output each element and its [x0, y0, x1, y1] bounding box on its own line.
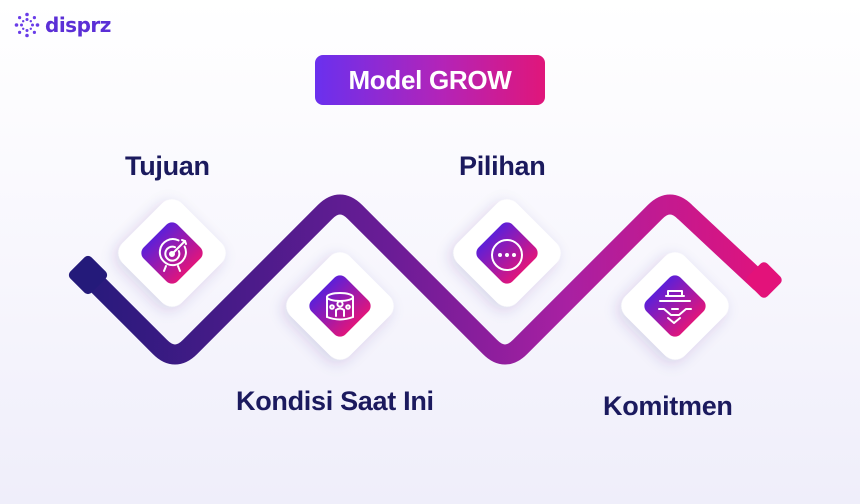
- options-dots-icon: [491, 239, 523, 271]
- step-label-komitmen: Komitmen: [603, 391, 733, 421]
- brand-logo: disprz: [14, 12, 111, 38]
- step-card-tujuan: [118, 199, 226, 307]
- step-card-pilihan: [453, 199, 561, 307]
- group-circle-icon: [326, 292, 354, 321]
- path-end-cap: [746, 262, 782, 298]
- target-icon: [158, 238, 187, 272]
- title-pill: Model GROW: [315, 55, 545, 105]
- zigzag-path: [78, 194, 770, 365]
- step-label-pilihan: Pilihan: [459, 151, 546, 181]
- path-start-cap: [68, 255, 108, 295]
- step-label-tujuan: Tujuan: [125, 151, 210, 181]
- disprz-logo-icon: [14, 12, 40, 38]
- step-card-kondisi: [286, 252, 394, 360]
- step-card-komitmen: [621, 252, 729, 360]
- diagram-title: Model GROW: [348, 64, 512, 95]
- handshake-icon: [658, 290, 692, 324]
- step-label-kondisi: Kondisi Saat Ini: [236, 386, 434, 416]
- brand-name: disprz: [45, 13, 111, 37]
